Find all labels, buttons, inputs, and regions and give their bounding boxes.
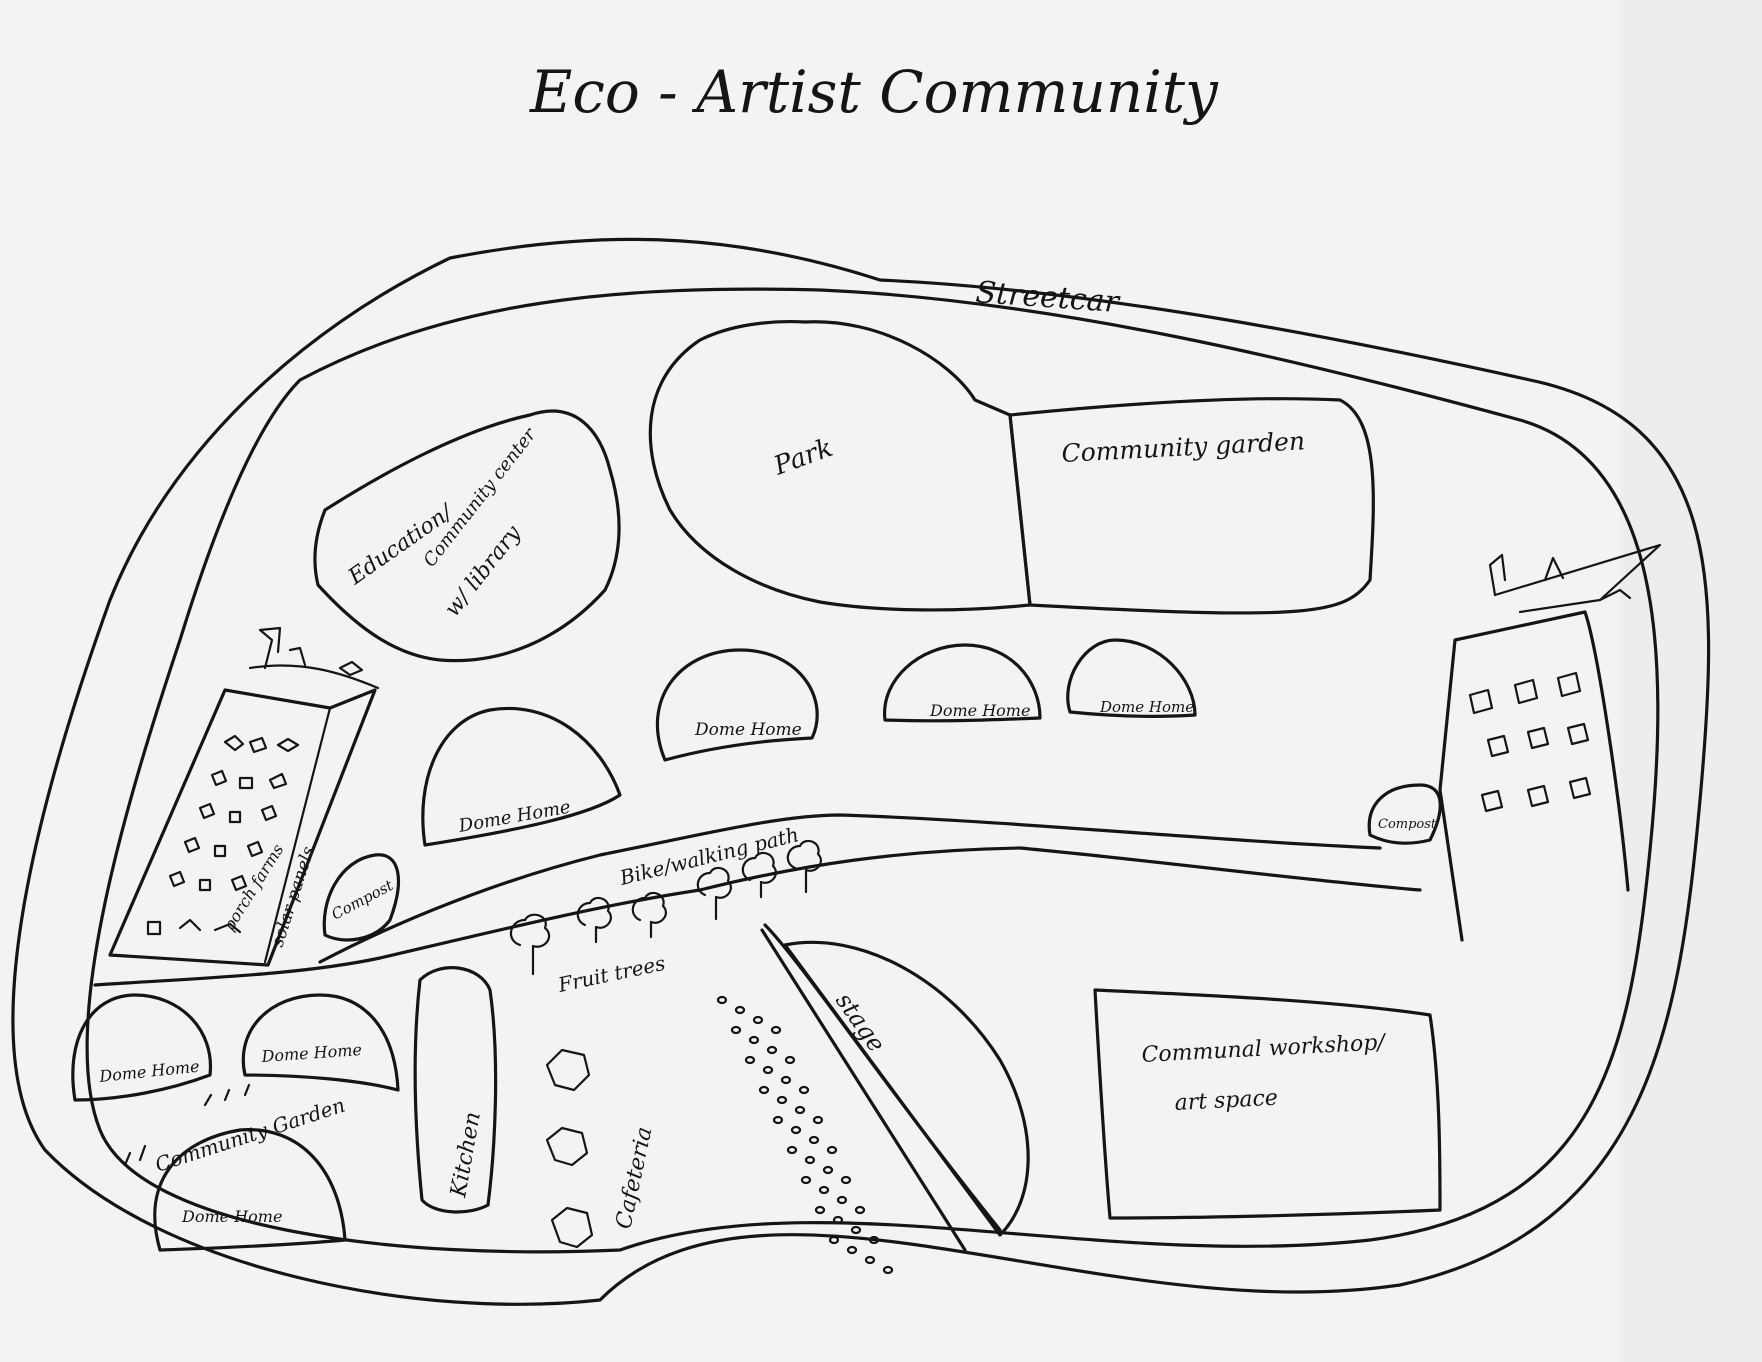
cafeteria-table-icon bbox=[545, 1048, 591, 1092]
audience-seat bbox=[800, 1175, 812, 1185]
audience-seating bbox=[716, 995, 894, 1275]
residential-tower-left bbox=[108, 688, 377, 967]
audience-seat bbox=[798, 1085, 810, 1095]
paper-sheet bbox=[0, 0, 1620, 1362]
audience-seat bbox=[836, 1195, 848, 1205]
dome-home-label-3: Dome Home bbox=[1099, 698, 1194, 716]
tower-right-rooftop-plant-icon bbox=[1488, 553, 1632, 602]
communal-workshop-label-2: art space bbox=[1174, 1086, 1278, 1116]
tower-left-side-face bbox=[263, 706, 332, 964]
audience-seat bbox=[766, 1045, 778, 1055]
dome-home-7 bbox=[153, 1128, 347, 1252]
education-center-area bbox=[313, 409, 621, 663]
community-garden-area bbox=[1008, 397, 1375, 615]
cafeteria-table-icon bbox=[550, 1206, 594, 1249]
communal-workshop-area bbox=[1093, 988, 1442, 1220]
audience-seat bbox=[776, 1095, 788, 1105]
cafeteria-table-icon bbox=[545, 1126, 589, 1167]
audience-seat bbox=[784, 1055, 796, 1065]
audience-seat bbox=[812, 1115, 824, 1125]
bike-path-upper-edge bbox=[318, 813, 1382, 964]
compost-right-label: Compost bbox=[1378, 817, 1437, 832]
audience-seat bbox=[850, 1225, 862, 1235]
dome-home-5 bbox=[71, 993, 213, 1102]
fruit-tree-icon bbox=[509, 913, 551, 976]
audience-seat bbox=[752, 1015, 764, 1025]
audience-seat bbox=[780, 1075, 792, 1085]
park-area bbox=[648, 320, 1032, 612]
audience-seat bbox=[864, 1255, 876, 1265]
dome-home-6 bbox=[241, 993, 400, 1092]
audience-seat bbox=[770, 1025, 782, 1035]
audience-seat bbox=[822, 1165, 834, 1175]
stage-aisle-right bbox=[763, 923, 1002, 1232]
cafeteria-tables bbox=[545, 1048, 594, 1249]
audience-seat bbox=[744, 1055, 756, 1065]
dome-home-label-7: Dome Home bbox=[181, 1207, 282, 1226]
map-title: Eco - Artist Community bbox=[529, 58, 1219, 126]
small-garden-plants-icon bbox=[123, 1083, 251, 1167]
dome-home-label-1: Dome Home bbox=[694, 720, 802, 740]
audience-seat bbox=[828, 1235, 840, 1245]
audience-seat bbox=[854, 1205, 866, 1215]
audience-seat bbox=[846, 1245, 858, 1255]
bike-path-lower-edge bbox=[93, 846, 1422, 987]
audience-seat bbox=[814, 1205, 826, 1215]
fruit-tree-icon bbox=[696, 866, 732, 921]
audience-seat bbox=[808, 1135, 820, 1145]
audience-seat bbox=[832, 1215, 844, 1225]
streetcar-inner-track bbox=[85, 287, 1660, 1254]
audience-seat bbox=[882, 1265, 894, 1275]
dome-home-3 bbox=[1066, 638, 1197, 719]
stage-aisle-left bbox=[760, 928, 967, 1252]
fruit-trees-group bbox=[509, 839, 822, 976]
audience-seat bbox=[772, 1115, 784, 1125]
audience-seat bbox=[748, 1035, 760, 1045]
audience-seat bbox=[790, 1125, 802, 1135]
audience-seat bbox=[730, 1025, 742, 1035]
streetcar-outer-track bbox=[11, 237, 1711, 1306]
audience-seat bbox=[840, 1175, 852, 1185]
audience-seat bbox=[804, 1155, 816, 1165]
fruit-tree-icon bbox=[631, 891, 667, 939]
dome-home-label-2: Dome Home bbox=[929, 701, 1030, 720]
compost-left bbox=[322, 853, 400, 942]
dome-home-4 bbox=[421, 707, 622, 847]
audience-seat bbox=[734, 1005, 746, 1015]
audience-seat bbox=[826, 1145, 838, 1155]
audience-seat bbox=[818, 1185, 830, 1195]
residential-tower-right bbox=[1438, 610, 1630, 942]
tower-left-window-grid bbox=[146, 734, 300, 936]
fruit-tree-icon bbox=[741, 851, 777, 899]
audience-seat bbox=[786, 1145, 798, 1155]
audience-seat bbox=[758, 1085, 770, 1095]
tower-right-window-grid bbox=[1468, 671, 1592, 813]
kitchen-area bbox=[413, 966, 498, 1214]
compost-right bbox=[1367, 783, 1442, 845]
fruit-tree-icon bbox=[786, 839, 822, 894]
tower-left-rooftop-plant-icon bbox=[258, 626, 364, 677]
audience-seat bbox=[716, 995, 728, 1005]
fruit-tree-icon bbox=[576, 896, 612, 944]
dome-home-2 bbox=[883, 643, 1042, 723]
audience-seat bbox=[762, 1065, 774, 1075]
audience-seat bbox=[868, 1235, 880, 1245]
audience-seat bbox=[794, 1105, 806, 1115]
dome-home-1 bbox=[655, 648, 819, 762]
stage-area bbox=[783, 940, 1030, 1237]
tower-right-roof bbox=[1493, 543, 1662, 614]
